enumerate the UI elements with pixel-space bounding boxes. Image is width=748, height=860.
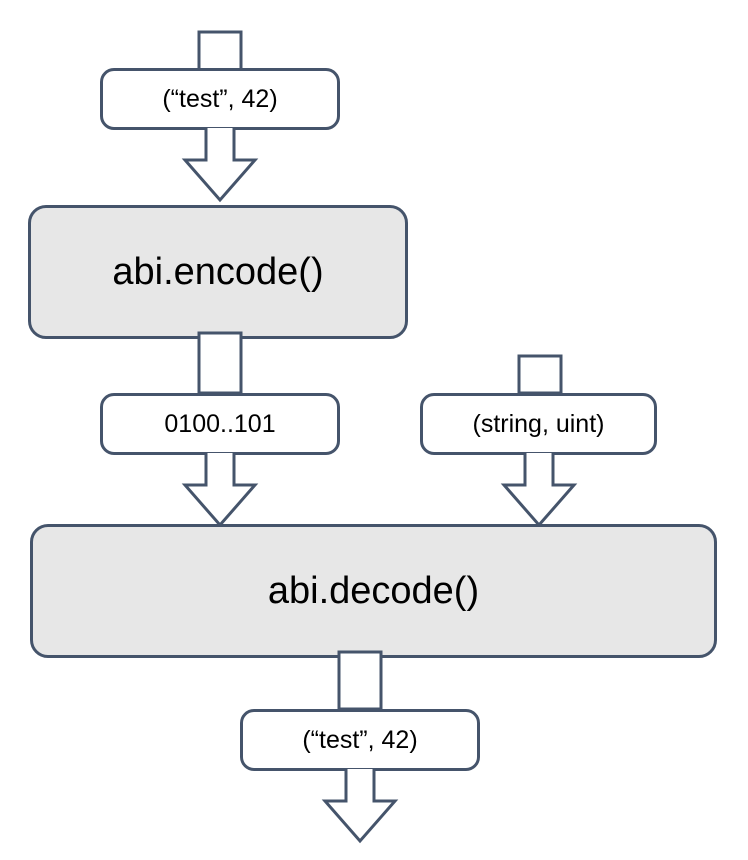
node-input-tuple-label: (“test”, 42) (162, 84, 278, 113)
arrow-into-type-tuple (517, 354, 563, 395)
node-type-tuple[interactable]: (string, uint) (420, 393, 657, 455)
node-output-tuple[interactable]: (“test”, 42) (240, 709, 480, 771)
node-abi-decode-label: abi.decode() (267, 570, 480, 612)
arrow-encode-to-bytes (197, 331, 243, 395)
arrow-input-to-encode (181, 128, 259, 203)
node-input-tuple[interactable]: (“test”, 42) (100, 68, 340, 130)
arrow-type-to-decode (500, 453, 578, 528)
node-abi-encode[interactable]: abi.encode() (28, 205, 408, 339)
node-type-tuple-label: (string, uint) (472, 409, 605, 438)
arrow-bytes-to-decode (181, 453, 259, 528)
node-encoded-bytes-label: 0100..101 (164, 409, 276, 438)
node-abi-decode[interactable]: abi.decode() (30, 524, 717, 658)
arrow-decode-to-output (337, 650, 383, 711)
node-encoded-bytes[interactable]: 0100..101 (100, 393, 340, 455)
arrow-out-of-output (321, 769, 399, 844)
node-abi-encode-label: abi.encode() (112, 251, 324, 293)
node-output-tuple-label: (“test”, 42) (302, 725, 418, 754)
